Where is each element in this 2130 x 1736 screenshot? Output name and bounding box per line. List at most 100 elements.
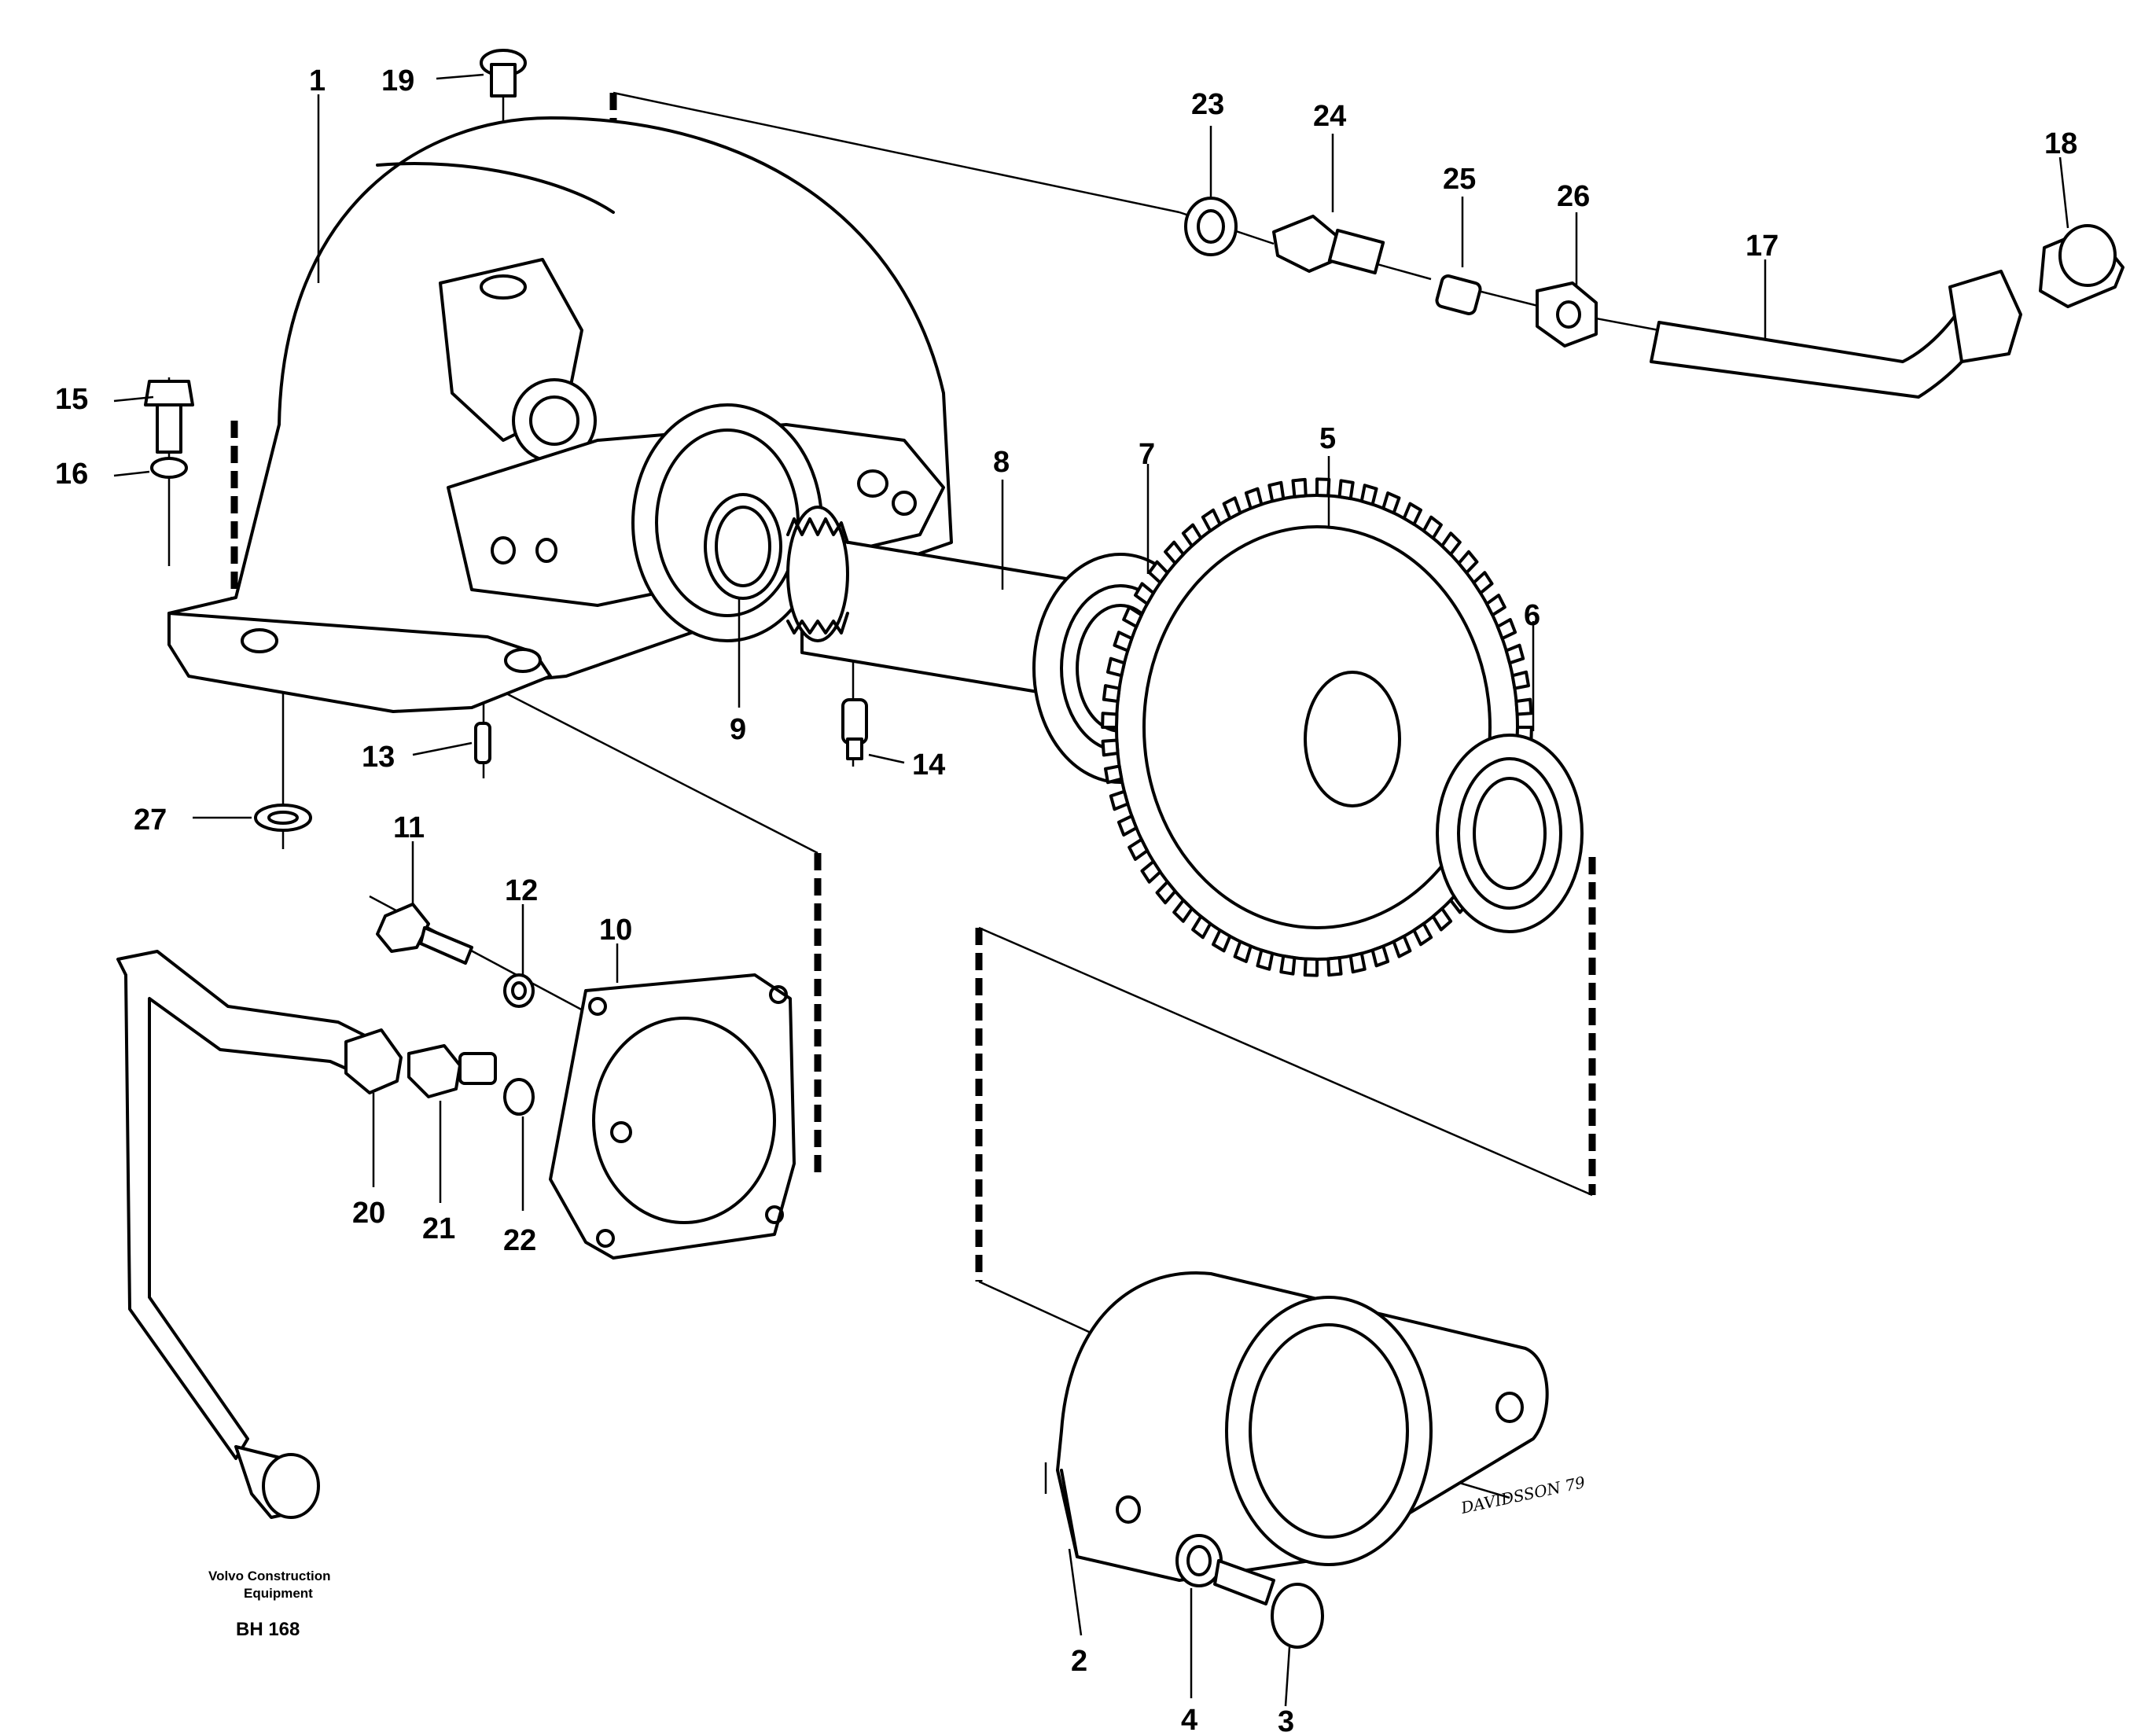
pipe-part-17 [1650,270,2022,399]
gear-tooth [1457,550,1479,575]
label-3: 3 [1278,1705,1294,1736]
label-7: 7 [1139,438,1155,471]
gear-tooth [1133,582,1156,606]
gear-tooth [1267,480,1286,503]
gear-tooth [1105,657,1126,678]
washer-part-22 [503,1078,535,1116]
bearing-part-6 [1436,734,1584,933]
gear-tooth [1101,738,1120,757]
label-26: 26 [1557,180,1590,213]
gear-tooth [1140,859,1162,884]
label-20: 20 [352,1197,385,1230]
label-8: 8 [993,446,1010,479]
label-1: 1 [309,64,326,97]
gear-tooth [1412,921,1433,947]
screw-part-11 [376,903,473,965]
gear-tooth [1326,956,1343,977]
washer-part-16 [150,457,188,479]
gear-tooth [1440,531,1462,557]
gear-tooth [1504,643,1525,665]
gear-tooth [1101,712,1119,729]
gear-tooth [1233,940,1253,963]
gear-tooth [1431,907,1453,932]
washer-part-27 [254,804,312,832]
pin-part-14 [841,698,868,760]
gear-tooth [1244,487,1264,510]
gear-tooth [1337,479,1355,501]
gear-tooth [1279,954,1297,976]
union-part-21 [407,1044,497,1098]
washer-part-4 [1175,1534,1223,1587]
gear-tooth [1212,929,1232,953]
gear-tooth [1495,618,1517,641]
label-6: 6 [1524,599,1540,632]
label-18: 18 [2044,127,2077,160]
label-11: 11 [393,811,425,844]
gear-tooth [1191,914,1212,940]
gear-tooth [1109,789,1130,811]
gear-tooth [1102,684,1121,703]
gear-tooth [1113,631,1134,653]
gear-part-5 [1101,477,1533,977]
gear-tooth [1256,948,1275,971]
gear-tooth [1315,477,1331,498]
gear-tooth [1172,898,1194,923]
label-27: 27 [134,804,167,837]
gear-tooth [1147,560,1169,585]
label-10: 10 [599,914,632,947]
part-number-labels: 1 19 15 16 27 13 14 9 8 7 5 6 23 24 25 2… [55,64,2077,1736]
gear-tooth [1348,951,1367,974]
gear-tooth [1155,880,1177,905]
nut-part-26 [1536,281,1598,348]
gear-tooth [1128,837,1150,861]
gear-tooth [1402,502,1422,526]
gear-tooth [1422,515,1443,540]
gear-tooth [1370,944,1390,968]
gear-tooth [1472,571,1494,595]
bearing-cover-part-2 [1056,1271,1549,1582]
label-23: 23 [1191,88,1224,121]
gear-tooth [1359,484,1378,506]
cap-part-18 [2039,224,2124,308]
gear-tooth [1201,508,1222,533]
label-5: 5 [1319,422,1336,455]
washer-part-23 [1184,197,1238,256]
label-16: 16 [55,458,88,491]
label-leaders [113,73,2069,1707]
gear-tooth [1222,496,1242,520]
washer-part-12 [503,973,535,1008]
gear-tooth [1514,697,1533,716]
pin-part-13 [474,722,491,764]
label-2: 2 [1071,1645,1087,1678]
gear-tooth [1164,540,1186,565]
label-14: 14 [912,748,945,782]
artist-signature: DAVIDSSON 79 [1459,1473,1587,1517]
label-25: 25 [1443,163,1476,196]
bolt-part-15 [144,380,194,454]
gear-tooth [1303,957,1319,977]
gear-tooth [1104,764,1124,785]
label-21: 21 [422,1212,455,1245]
circlip-part-9 [704,493,782,600]
company-name-line-1: Volvo Construction [208,1569,331,1583]
label-19: 19 [381,64,414,97]
gear-tooth [1122,605,1143,629]
label-9: 9 [730,713,746,746]
gear-tooth [1392,934,1412,958]
cover-plate-part-10 [549,973,796,1260]
label-17: 17 [1746,230,1779,263]
drawing-code: BH 168 [236,1619,300,1640]
label-4: 4 [1181,1704,1197,1736]
label-15: 15 [55,383,88,416]
gear-tooth [1291,477,1308,498]
label-12: 12 [505,874,538,907]
label-22: 22 [503,1224,536,1257]
gear-tooth [1510,670,1530,690]
gear-tooth [1484,594,1506,617]
gear-teeth [1101,477,1533,977]
plug-part-19 [480,49,527,97]
gear-tooth [1117,814,1139,837]
gear-tooth [1181,523,1203,548]
gear-tooth [1381,491,1401,515]
